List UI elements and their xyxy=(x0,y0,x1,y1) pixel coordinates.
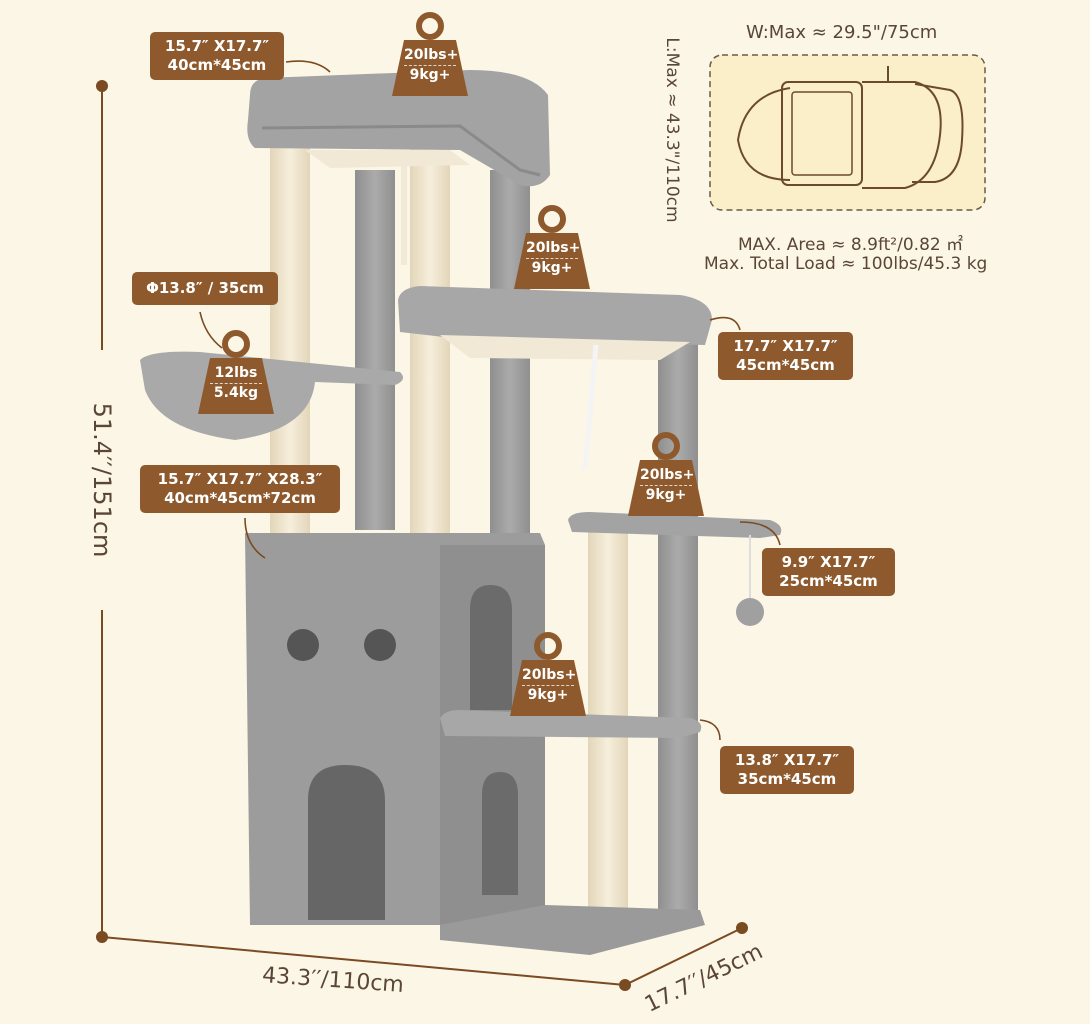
weight-icon xyxy=(198,330,274,414)
mid-perch-weight-tag: 20lbs+ 9kg+ xyxy=(512,205,592,293)
bottom-platform-weight-line1: 20lbs+ xyxy=(522,666,576,686)
top-perch-size-label: 15.7″ X17.7″ 40cm*45cm xyxy=(150,32,284,80)
small-platform-weight-line1: 20lbs+ xyxy=(640,466,694,486)
footprint-length-label: L:Max ≈ 43.3"/110cm xyxy=(662,37,682,222)
mid-perch-size-label: 17.7″ X17.7″ 45cm*45cm xyxy=(718,332,853,380)
small-platform-weight-tag: 20lbs+ 9kg+ xyxy=(626,432,706,520)
hammock-weight-line1: 12lbs xyxy=(210,364,262,384)
condo-size-label: 15.7″ X17.7″ X28.3″ 40cm*45cm*72cm xyxy=(140,465,340,513)
mid-perch-weight-line1: 20lbs+ xyxy=(526,239,580,259)
footprint-length-text: L:Max ≈ 43.3"/110cm xyxy=(662,37,682,223)
top-perch-weight-line1: 20lbs+ xyxy=(404,46,458,66)
height-dimension: 51.4′′/151cm xyxy=(88,403,116,558)
bottom-platform-weight-tag: 20lbs+ 9kg+ xyxy=(508,632,588,720)
footprint-width-label: W:Max ≈ 29.5"/75cm xyxy=(746,22,937,43)
top-perch-size-line1: 15.7″ X17.7″ xyxy=(164,37,270,55)
max-total-load-label: Max. Total Load ≈ 100lbs/45.3 kg xyxy=(704,254,987,274)
mid-perch-size-line1: 17.7″ X17.7″ xyxy=(733,337,838,355)
hammock-size-line1: Φ13.8″ / 35cm xyxy=(146,279,264,297)
small-platform-size-line1: 9.9″ X17.7″ xyxy=(781,553,876,571)
hammock-weight-line2: 5.4kg xyxy=(213,385,259,401)
height-dimension-text: 51.4′′/151cm xyxy=(88,402,116,558)
top-perch-weight-tag: 20lbs+ 9kg+ xyxy=(390,12,470,100)
bottom-platform-size-label: 13.8″ X17.7″ 35cm*45cm xyxy=(720,746,854,794)
max-total-load-text: Max. Total Load ≈ 100lbs/45.3 kg xyxy=(704,254,988,274)
mid-perch-size-line2: 45cm*45cm xyxy=(736,356,835,374)
bottom-platform-weight-line2: 9kg+ xyxy=(527,687,569,703)
weight-icon xyxy=(514,205,590,289)
hammock-size-label: Φ13.8″ / 35cm xyxy=(132,272,278,305)
max-area-label: MAX. Area ≈ 8.9ft²/0.82 ㎡ xyxy=(738,230,963,255)
small-platform-size-label: 9.9″ X17.7″ 25cm*45cm xyxy=(762,548,895,596)
condo-size-line2: 40cm*45cm*72cm xyxy=(164,489,316,507)
condo-size-line1: 15.7″ X17.7″ X28.3″ xyxy=(157,470,323,488)
weight-icon xyxy=(510,632,586,716)
bottom-platform-size-line2: 35cm*45cm xyxy=(737,770,837,788)
bottom-platform-size-line1: 13.8″ X17.7″ xyxy=(734,751,840,769)
top-perch-weight-line2: 9kg+ xyxy=(409,67,451,83)
max-area-text: MAX. Area ≈ 8.9ft²/0.82 ㎡ xyxy=(738,235,964,255)
footprint-width-text: W:Max ≈ 29.5"/75cm xyxy=(746,22,938,43)
mid-perch-weight-line2: 9kg+ xyxy=(531,260,573,276)
weight-icon xyxy=(392,12,468,96)
hammock-weight-tag: 12lbs 5.4kg xyxy=(196,330,276,418)
small-platform-size-line2: 25cm*45cm xyxy=(779,572,878,590)
top-perch-size-line2: 40cm*45cm xyxy=(167,56,267,74)
small-platform-weight-line2: 9kg+ xyxy=(645,487,687,503)
weight-icon xyxy=(628,432,704,516)
